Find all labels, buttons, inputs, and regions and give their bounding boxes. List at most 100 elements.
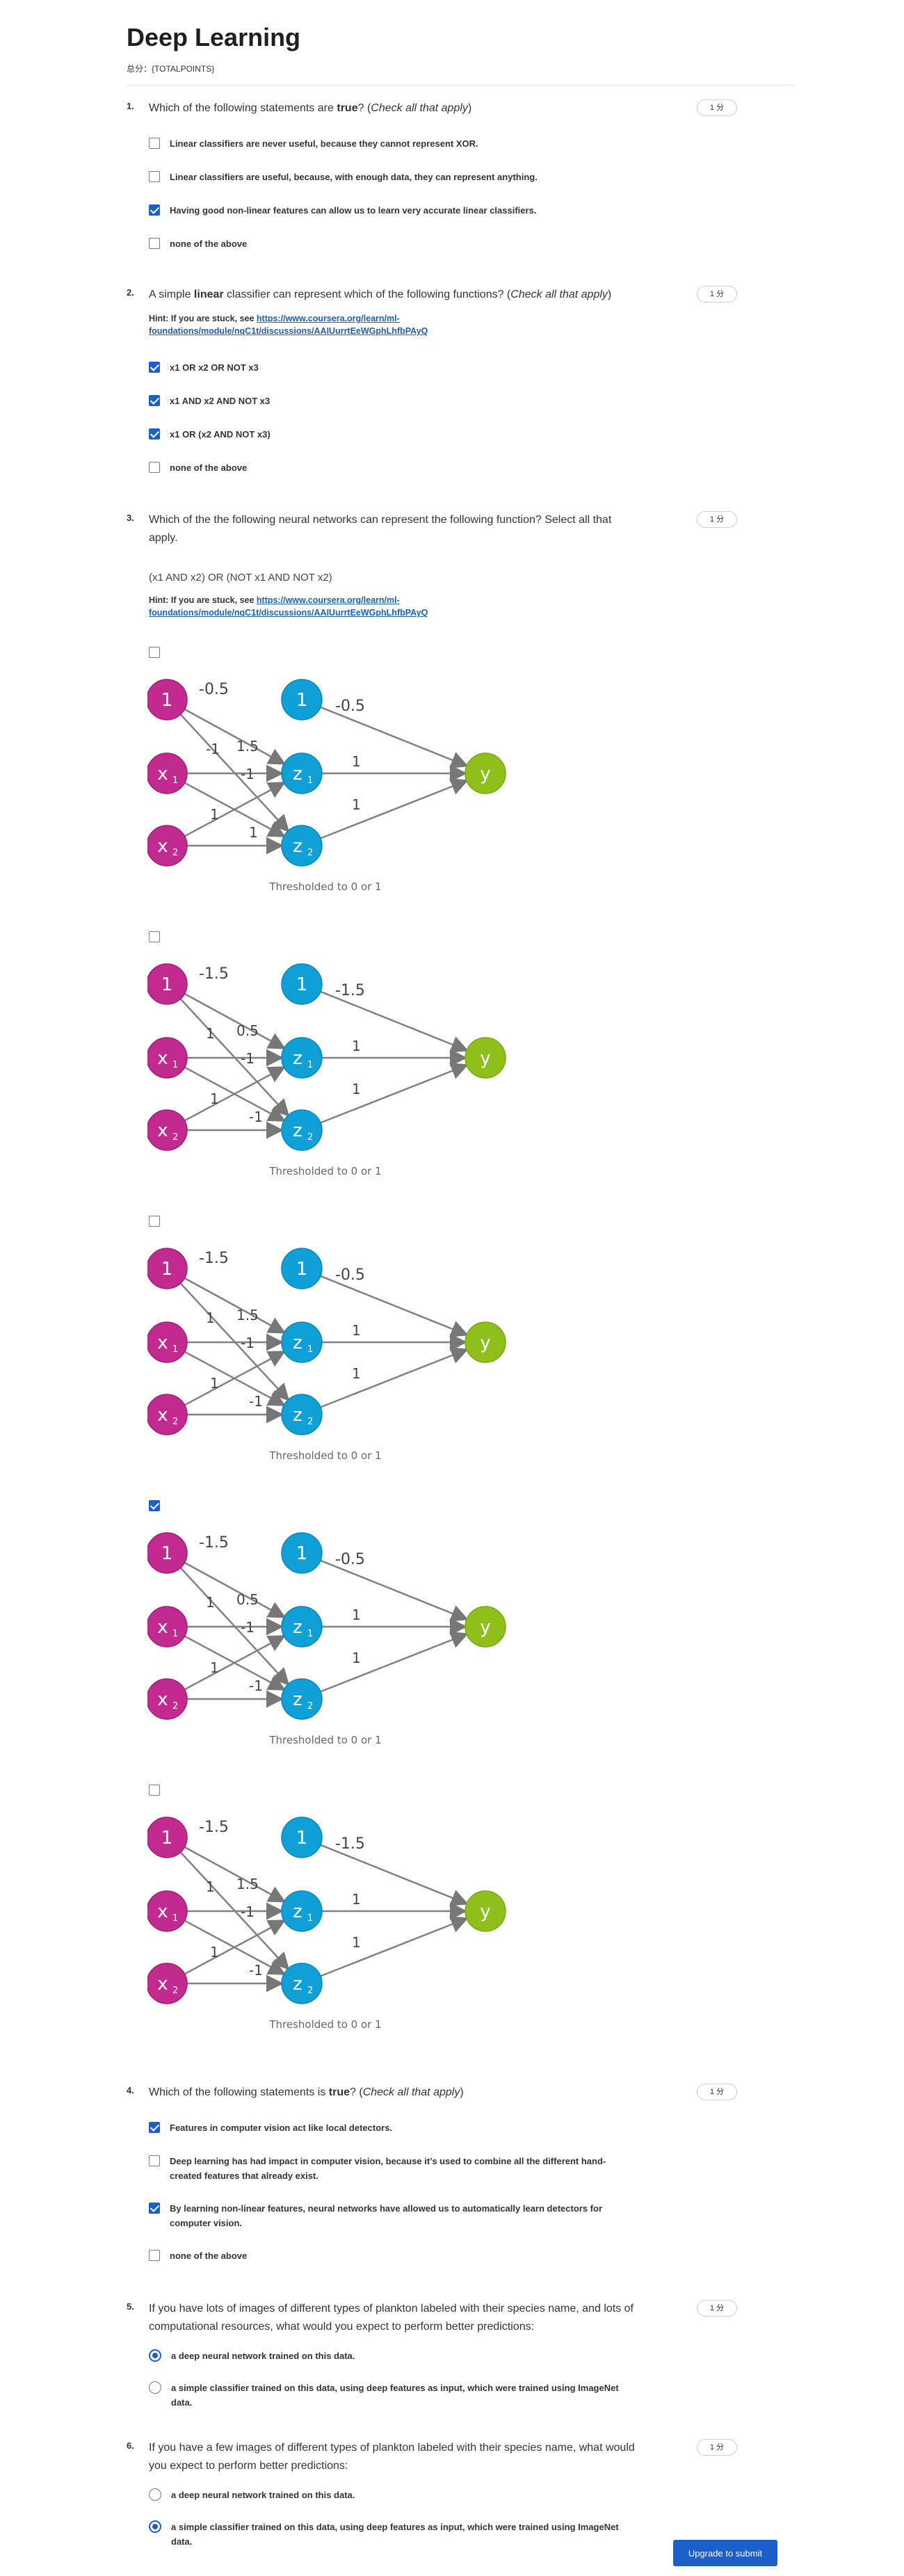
radio-button[interactable] — [149, 2381, 161, 2394]
option-label: By learning non-linear features, neural … — [170, 2203, 603, 2228]
edge-b-z1 — [184, 1277, 286, 1334]
threshold-caption: Thresholded to 0 or 1 — [268, 2018, 381, 2031]
weight-label: -1.5 — [199, 965, 229, 983]
checkbox-option-4[interactable]: none of the above — [149, 460, 636, 475]
checkbox-option-2[interactable]: x1 AND x2 AND NOT x3 — [149, 394, 636, 408]
checkbox-checked[interactable] — [149, 2122, 160, 2133]
weight-label: 1 — [352, 1934, 361, 1951]
svg-text:1: 1 — [296, 1543, 308, 1564]
option-label: Deep learning has had impact in computer… — [170, 2156, 606, 2181]
weight-label: 1.5 — [236, 1307, 259, 1323]
checkbox-option-1[interactable]: Features in computer vision act like loc… — [149, 2120, 636, 2135]
edge-x2-z1 — [184, 782, 286, 837]
checkbox-checked[interactable] — [149, 428, 160, 440]
option-label: Linear classifiers are useful, because, … — [170, 172, 538, 182]
checkbox[interactable] — [149, 2250, 160, 2261]
edge-h-y — [320, 1275, 469, 1337]
node-bias-hidden: 1 — [281, 1817, 323, 1858]
network-option-4-checkbox[interactable] — [149, 1500, 160, 1511]
network-option-5-checkbox[interactable] — [149, 1785, 160, 1796]
checkbox[interactable] — [149, 238, 160, 249]
checkbox-option-3[interactable]: By learning non-linear features, neural … — [149, 2201, 636, 2230]
checkbox-option-1[interactable]: Linear classifiers are never useful, bec… — [149, 136, 636, 151]
checkbox[interactable] — [149, 171, 160, 182]
checkbox-option-2[interactable]: Deep learning has had impact in computer… — [149, 2154, 636, 2183]
svg-text:2: 2 — [307, 848, 313, 858]
svg-text:1: 1 — [296, 1828, 308, 1849]
radio-option-2[interactable]: a simple classifier trained on this data… — [149, 2381, 636, 2410]
points-badge: 1 分 — [697, 2084, 737, 2100]
checkbox-checked[interactable] — [149, 2203, 160, 2214]
checkbox-checked[interactable] — [149, 362, 160, 373]
network-option-3-checkbox[interactable] — [149, 1216, 160, 1227]
weight-label: -1.5 — [199, 1534, 229, 1552]
weight-label: -1.5 — [335, 982, 365, 999]
network-option-1-checkbox[interactable] — [149, 647, 160, 658]
option-label: x1 AND x2 AND NOT x3 — [170, 396, 271, 406]
node-bias-input: 1 — [147, 1532, 188, 1574]
radio-selected[interactable] — [149, 2520, 161, 2533]
points-badge: 1 分 — [697, 511, 737, 528]
hint-link[interactable]: https://www.coursera.org/learn/ml-founda… — [149, 595, 428, 618]
threshold-caption: Thresholded to 0 or 1 — [268, 1165, 381, 1177]
radio-selected[interactable] — [149, 2349, 161, 2362]
checkbox[interactable] — [149, 138, 160, 149]
option-label: a simple classifier trained on this data… — [171, 2383, 619, 2408]
radio-button[interactable] — [149, 2488, 161, 2501]
question-number: 1. — [127, 101, 134, 111]
svg-text:1: 1 — [172, 1629, 178, 1639]
checkbox-option-2[interactable]: Linear classifiers are useful, because, … — [149, 170, 636, 184]
checkbox[interactable] — [149, 2155, 160, 2166]
svg-text:y: y — [480, 1901, 490, 1922]
hint-link[interactable]: https://www.coursera.org/learn/ml-founda… — [149, 314, 428, 336]
option-label: none of the above — [170, 462, 248, 473]
svg-text:1: 1 — [296, 974, 308, 995]
weight-label: -0.5 — [335, 1551, 365, 1568]
checkbox[interactable] — [149, 462, 160, 473]
weight-label: 1 — [210, 1375, 219, 1392]
svg-text:1: 1 — [161, 1259, 173, 1280]
weight-label: -1 — [249, 1677, 263, 1694]
svg-text:z: z — [293, 764, 302, 784]
checkbox-option-4[interactable]: none of the above — [149, 236, 636, 251]
checkbox-option-1[interactable]: x1 OR x2 OR NOT x3 — [149, 360, 636, 375]
svg-text:2: 2 — [172, 1417, 178, 1427]
weight-label: 1 — [210, 1090, 219, 1107]
edge-x2-z1 — [184, 1919, 286, 1975]
question-number: 6. — [127, 2440, 134, 2451]
edge-h-y — [320, 990, 469, 1053]
option-label: a deep neural network trained on this da… — [171, 2490, 355, 2500]
weight-label: -1 — [241, 1903, 255, 1920]
svg-text:y: y — [480, 1333, 490, 1353]
edge-h-y — [320, 706, 469, 768]
radio-option-1[interactable]: a deep neural network trained on this da… — [149, 2349, 636, 2363]
network-option-2-checkbox[interactable] — [149, 931, 160, 942]
checkbox-checked[interactable] — [149, 395, 160, 406]
checkbox-checked[interactable] — [149, 204, 160, 216]
svg-text:1: 1 — [307, 1344, 313, 1355]
option-label: a simple classifier trained on this data… — [171, 2522, 619, 2547]
header-divider — [127, 85, 794, 86]
checkbox-option-4[interactable]: none of the above — [149, 2248, 636, 2263]
svg-text:x: x — [157, 1901, 168, 1922]
threshold-caption: Thresholded to 0 or 1 — [268, 1449, 381, 1462]
radio-option-1[interactable]: a deep neural network trained on this da… — [149, 2488, 636, 2502]
checkbox-option-3[interactable]: Having good non-linear features can allo… — [149, 203, 636, 218]
checkbox-option-3[interactable]: x1 OR (x2 AND NOT x3) — [149, 427, 636, 442]
upgrade-to-submit-button[interactable]: Upgrade to submit — [673, 2540, 777, 2566]
radio-option-2[interactable]: a simple classifier trained on this data… — [149, 2520, 636, 2549]
node-bias-input: 1 — [147, 963, 188, 1005]
weight-label: -1 — [249, 1962, 263, 1979]
